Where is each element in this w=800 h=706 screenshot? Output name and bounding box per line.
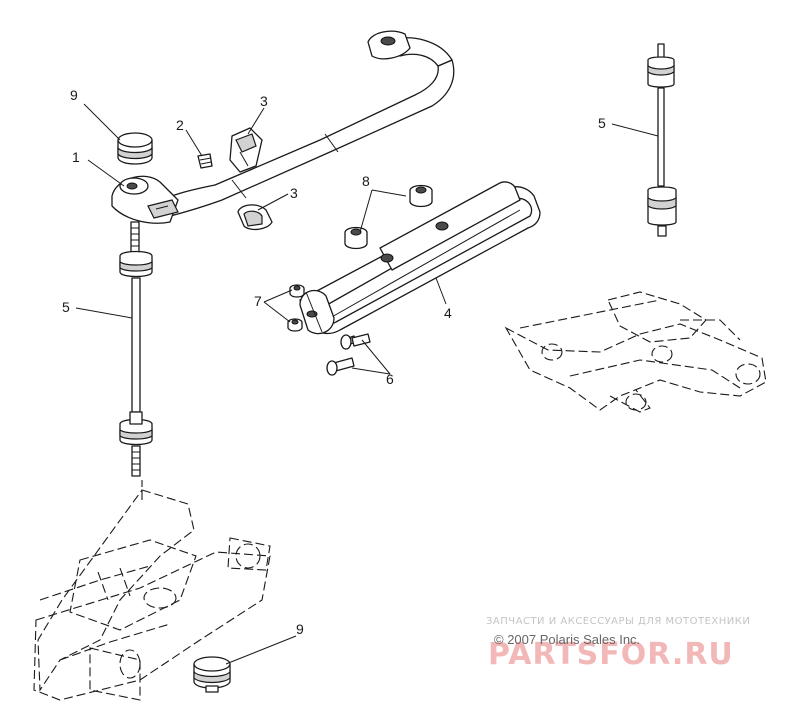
callout-9-lower: 9: [296, 621, 304, 637]
bolt-part-6-upper: [340, 333, 371, 350]
callout-1: 1: [72, 149, 80, 165]
callout-8: 8: [362, 173, 370, 189]
stabilizer-bar: [111, 30, 455, 224]
nut-part-7-lower: [287, 318, 303, 332]
bushing-part-8-lower: [344, 226, 368, 250]
swingarm-outline-right: [504, 291, 767, 413]
swingarm-outline-left: [33, 480, 271, 701]
link-rod-right: [647, 43, 677, 237]
callout-9-upper: 9: [70, 87, 78, 103]
bolt-part-6-lower: [326, 357, 355, 376]
clamp-part-3-upper: [229, 127, 263, 173]
bushing-part-8-upper: [409, 184, 433, 208]
callout-5-left: 5: [62, 299, 70, 315]
watermark: ЗАПЧАСТИ И АКСЕССУАРЫ ДЛЯ МОТОТЕХНИКИ PA…: [486, 616, 750, 672]
callout-4: 4: [444, 305, 452, 321]
bushing-upper: [117, 132, 153, 165]
link-rod-left: [119, 221, 153, 477]
callout-3-lower: 3: [290, 185, 298, 201]
callout-7: 7: [254, 293, 262, 309]
nut-part-7-upper: [289, 284, 305, 298]
watermark-logo: PARTSFOR.RU: [488, 637, 734, 672]
leader-lines: [75, 103, 659, 665]
callout-numbers: 9 1 2 3 3 5 5 8 4 7 6 9: [62, 87, 606, 637]
callout-6: 6: [386, 371, 394, 387]
watermark-caption: ЗАПЧАСТИ И АКСЕССУАРЫ ДЛЯ МОТОТЕХНИКИ: [486, 616, 750, 627]
callout-2: 2: [176, 117, 184, 133]
bushing-lower: [193, 656, 231, 693]
callout-5-right: 5: [598, 115, 606, 131]
copyright-text: © 2007 Polaris Sales Inc.: [494, 632, 640, 647]
callout-3-upper: 3: [260, 93, 268, 109]
nut-part-2: [197, 153, 213, 169]
stabilizer-bracket-part-4: [299, 181, 541, 335]
clamp-part-3-lower: [237, 204, 273, 231]
